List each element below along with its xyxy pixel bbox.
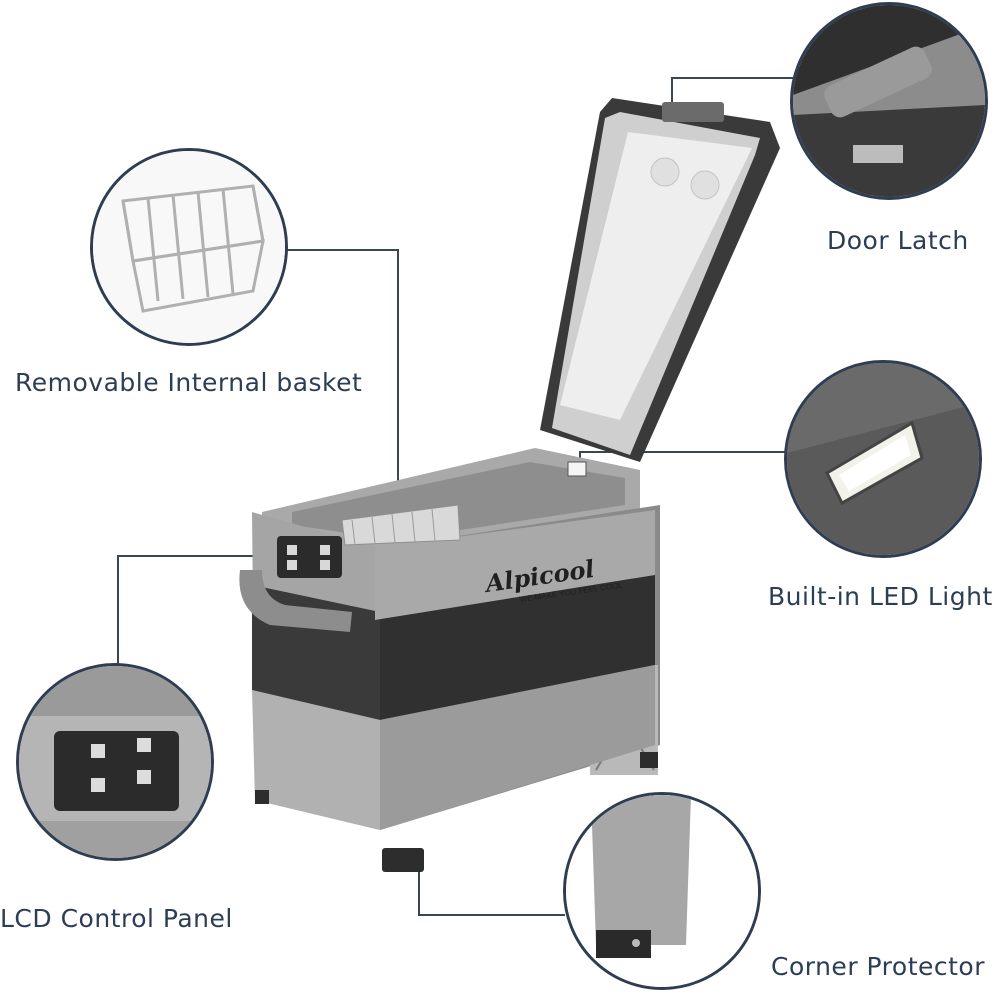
lcd-image [19,666,211,858]
corner-label: Corner Protector [771,952,986,981]
latch-image [793,5,985,197]
led-label: Built-in LED Light [768,582,993,611]
lcd-detail-circle [16,663,214,861]
connector-corner [418,858,565,916]
fridge-body [239,448,660,872]
basket-label: Removable Internal basket [15,368,363,397]
lcd-label: LCD Control Panel [0,904,233,933]
latch-detail-circle [790,2,988,200]
connector-latch [671,77,795,112]
basket-detail-circle [90,148,288,346]
connector-lcd [117,555,286,665]
basket-image [93,151,285,343]
led-detail-circle [784,360,982,558]
fridge-lid [540,98,780,477]
latch-label: Door Latch [827,226,969,255]
connector-basket [260,249,399,508]
corner-detail-circle [563,792,761,990]
corner-image [566,795,758,987]
led-image [787,363,979,555]
